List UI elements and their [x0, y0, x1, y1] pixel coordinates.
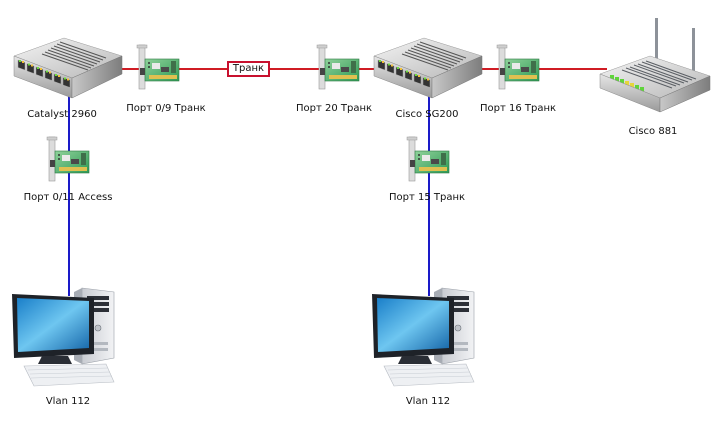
node-label-pc-right: Vlan 112: [405, 396, 451, 407]
network-card-icon[interactable]: [316, 44, 360, 90]
node-label-sg200: Cisco SG200: [395, 109, 459, 120]
desktop-computer-icon[interactable]: [11, 287, 115, 387]
trunk-link-label: Транк: [227, 61, 270, 77]
node-label-port-16: Порт 16 Транк: [479, 103, 557, 114]
node-label-router: Cisco 881: [628, 126, 678, 137]
node-label-port-20: Порт 20 Транк: [295, 103, 373, 114]
node-label-pc-left: Vlan 112: [45, 396, 91, 407]
node-label-port-0-11: Порт 0/11 Access: [23, 192, 113, 203]
network-card-icon[interactable]: [136, 44, 180, 90]
switch-icon[interactable]: [373, 37, 483, 99]
node-label-catalyst: Catalyst 2960: [27, 109, 97, 120]
router-icon[interactable]: [599, 17, 711, 113]
desktop-computer-icon[interactable]: [371, 287, 475, 387]
node-label-port-0-9: Порт 0/9 Транк: [126, 103, 206, 114]
switch-icon[interactable]: [13, 37, 123, 99]
network-card-icon[interactable]: [496, 44, 540, 90]
node-label-port-15: Порт 15 Транк: [388, 192, 466, 203]
